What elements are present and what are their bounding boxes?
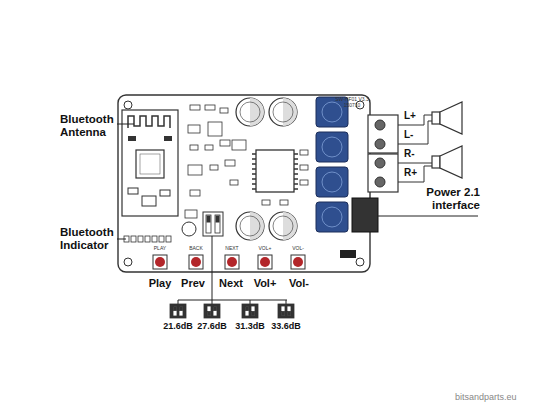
smd-part: [128, 136, 136, 141]
push-buttons: [153, 255, 305, 269]
button-label: Vol+: [254, 277, 277, 290]
speaker-icon: [432, 102, 462, 178]
dip-setting-icons: [170, 304, 294, 318]
callout-label: Power 2.1 interface: [404, 186, 480, 212]
mount-hole: [124, 258, 132, 266]
gain-label: 33.6dB: [271, 321, 301, 331]
bt-chip: [136, 150, 164, 178]
gain-label: 31.3dB: [235, 321, 265, 331]
gain-label: 27.6dB: [197, 321, 227, 331]
dip-switch: [203, 212, 223, 236]
silkscreen-label: VOL-: [292, 246, 304, 252]
power-jack: [352, 198, 378, 232]
silkscreen-label: BACK: [189, 246, 203, 252]
terminal-label: L-: [404, 129, 413, 141]
terminal-label: R-: [404, 148, 415, 160]
bt-chip-inner: [140, 154, 160, 174]
smd-part: [128, 188, 138, 194]
button-label: Vol-: [289, 277, 309, 290]
button-label: Play: [149, 277, 172, 290]
bluetooth-module: [122, 110, 178, 216]
watermark: bitsandparts.eu: [455, 392, 517, 402]
smd-resistor: [340, 250, 356, 258]
antenna-trace: [128, 116, 170, 128]
button-label: Prev: [181, 277, 205, 290]
terminal-label: R+: [404, 167, 417, 179]
amplifier-chip: [252, 150, 298, 192]
inductors: [316, 97, 348, 232]
silkscreen-label: PLAY: [154, 246, 166, 252]
pin-header: [124, 236, 171, 242]
inductor-rings: [322, 102, 342, 227]
terminal-label: L+: [404, 110, 416, 122]
leader-lines: [117, 124, 478, 304]
speaker-terminals: [368, 115, 398, 192]
board-marking: 150710: [344, 103, 361, 109]
indicator-led: [182, 222, 196, 236]
mount-hole: [124, 101, 132, 109]
button-label: Next: [219, 277, 243, 290]
silkscreen-label: NEXT: [225, 246, 238, 252]
smd-part: [164, 136, 172, 141]
module-outline: [122, 110, 178, 216]
pcb-board: [118, 95, 370, 272]
mount-hole: [356, 258, 364, 266]
callout-label: Bluetooth Indicator: [60, 226, 118, 252]
board-marking: SW-HF01 V3.3: [335, 97, 369, 103]
gain-label: 21.6dB: [163, 321, 193, 331]
crystal: [142, 196, 156, 206]
smd-part: [160, 190, 170, 196]
callout-label: Bluetooth Antenna: [60, 113, 118, 139]
silkscreen-label: VOL+: [259, 246, 272, 252]
electrolytic-capacitors: [236, 98, 297, 240]
speaker-wires: [398, 115, 432, 182]
